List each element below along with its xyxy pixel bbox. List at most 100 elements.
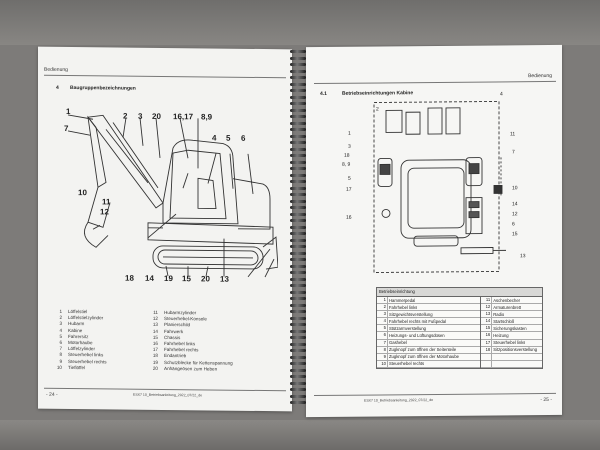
spiral-coil — [290, 193, 306, 196]
right-callout-13: 13 — [520, 253, 526, 260]
legend-number: 20 — [152, 365, 158, 371]
spiral-coil — [290, 401, 306, 404]
right-page: Bedienung 4.1 Betriebseinrichtungen Kabi… — [306, 44, 562, 418]
callout-12: 12 — [100, 207, 109, 217]
spiral-coil — [290, 199, 306, 203]
table-row-text: Startschloß — [493, 318, 515, 324]
right-footer-file: ESX7 10_Betriebsanleitung_2022_07/22_de — [364, 398, 434, 403]
spiral-coil — [290, 381, 306, 385]
callout-13: 13 — [220, 274, 229, 284]
background-bottom — [0, 420, 600, 450]
callout-4: 4 — [212, 133, 217, 143]
spiral-coil — [290, 303, 306, 307]
spiral-coil — [290, 134, 306, 138]
table-row-number: 8 — [377, 346, 388, 353]
background-top — [0, 0, 600, 45]
spiral-coil — [290, 160, 306, 164]
left-section-title: Baugruppenbezeichnungen — [70, 85, 136, 92]
table-row-text: Aschenbecher — [493, 297, 521, 303]
spiral-coil — [290, 258, 306, 261]
callout-5: 5 — [226, 133, 231, 143]
table-row-text: Fahrhebel rechts mit Fußpedal — [389, 318, 447, 324]
table-row-number: 4 — [377, 318, 388, 325]
callout-20: 20 — [152, 111, 161, 121]
spiral-coil — [290, 89, 306, 92]
spiral-coil — [290, 95, 306, 99]
spiral-coil — [290, 115, 306, 118]
spiral-coil — [290, 251, 306, 255]
spiral-coil — [290, 349, 306, 352]
spiral-coil — [290, 336, 306, 339]
spiral-coil — [290, 362, 306, 365]
table-row-text: Zugknopf zum öffnen der Motorhaube — [389, 354, 459, 360]
spiral-coil — [290, 108, 306, 112]
table-row-text: Radio — [493, 311, 505, 317]
legend-number: 10 — [56, 364, 62, 370]
right-callout-7: 7 — [512, 149, 515, 156]
left-footer-file: ESX7 10_Betriebsanleitung_2022_07/22_de — [133, 392, 203, 398]
right-callout-17: 17 — [346, 186, 352, 193]
spiral-coil — [290, 141, 306, 144]
callout-20-bottom: 20 — [201, 274, 210, 284]
table-row-number: 15 — [481, 325, 493, 332]
table-row-text: Heizungs- und Lüftungsdüsen — [389, 333, 445, 339]
left-header-rule — [44, 74, 286, 79]
table-row-number: 6 — [377, 332, 388, 339]
table-row — [481, 353, 542, 361]
spiral-coil — [290, 225, 306, 229]
spiral-coil — [290, 76, 306, 79]
table-row — [481, 360, 542, 368]
spiral-coil — [290, 290, 306, 294]
right-section-title: Betriebseinrichtungen Kabine — [342, 90, 414, 97]
table-row-text: Stützarmverstellung — [389, 325, 427, 331]
right-callout-3: 3 — [348, 143, 351, 150]
spiral-coil — [290, 394, 306, 398]
right-callout-16: 16 — [346, 214, 352, 221]
left-page: Bedienung 4 Baugruppenbezeichnungen — [38, 46, 292, 412]
spiral-coil — [290, 147, 306, 151]
spiral-coil — [290, 206, 306, 209]
table-row-number: 14 — [481, 318, 493, 325]
callout-8-9: 8,9 — [201, 112, 213, 122]
spiral-coil — [290, 180, 306, 183]
right-callout-14: 14 — [512, 201, 518, 208]
callout-14: 14 — [145, 273, 154, 283]
spiral-coil — [290, 368, 306, 372]
table-row-text: Sitzgewichtsverstellung — [389, 311, 433, 317]
spiral-coil — [290, 375, 306, 378]
table-row-number: 12 — [481, 304, 493, 311]
spiral-coil — [290, 63, 306, 66]
left-page-header: Bedienung — [44, 66, 68, 73]
table-row-number: 9 — [377, 353, 388, 360]
callout-15: 15 — [182, 274, 191, 284]
spiral-coil — [290, 342, 306, 346]
spiral-coil — [290, 50, 306, 53]
legend-text: Tieflöffel — [68, 364, 86, 370]
callout-10: 10 — [78, 188, 87, 198]
right-callout-10: 10 — [512, 185, 518, 192]
spiral-coil — [290, 154, 306, 157]
table-row-number: 18 — [481, 346, 493, 353]
table-row-text: Heizung — [493, 333, 509, 339]
table-row-number: 16 — [481, 332, 493, 339]
spiral-coil — [290, 297, 306, 300]
right-callout-1: 1 — [348, 130, 351, 137]
right-callout-11: 11 — [510, 131, 516, 138]
table-row-text: Armaturenbrett — [493, 304, 522, 310]
table-row-text: Sicherungskasten — [493, 325, 527, 331]
spiral-coil — [290, 316, 306, 320]
spiral-coil — [290, 245, 306, 248]
table-row-text: Sitzpositionsverstellung — [493, 347, 538, 353]
